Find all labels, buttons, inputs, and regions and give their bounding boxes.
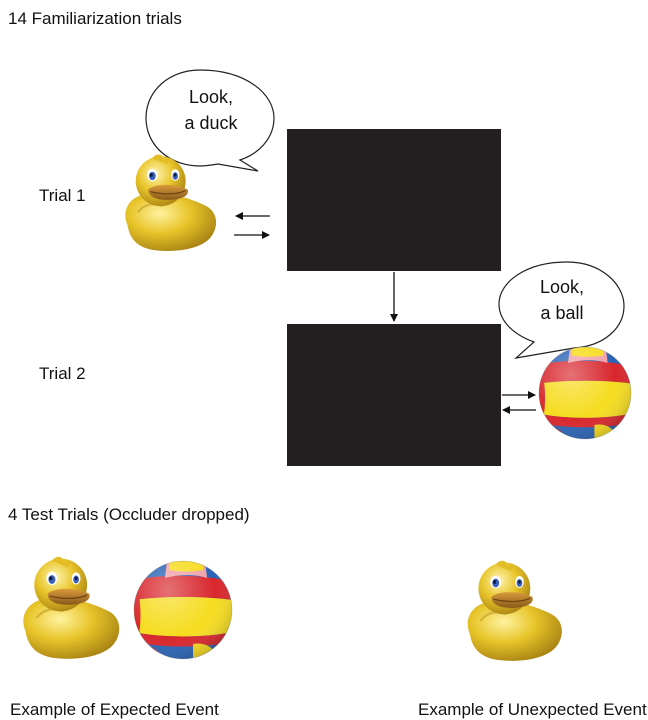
beach-ball-icon (538, 346, 632, 440)
trial-2-label: Trial 2 (39, 364, 86, 383)
beach-ball-icon (133, 560, 233, 660)
speech-bubble-ball (498, 261, 625, 359)
test-heading: 4 Test Trials (Occluder dropped) (8, 505, 250, 524)
occluder-screen-trial-2 (287, 324, 501, 466)
rubber-duck-icon (115, 150, 223, 254)
speech-text-ball: Look, a ball (539, 277, 585, 323)
trial-1-label: Trial 1 (39, 186, 86, 205)
speech-text-duck: Look, a duck (184, 87, 238, 133)
speech-bubble-duck (145, 69, 275, 172)
unexpected-event-caption: Example of Unexpected Event (418, 700, 647, 719)
familiarization-heading: 14 Familiarization trials (8, 9, 182, 28)
expected-event-caption: Example of Expected Event (10, 700, 219, 719)
occluder-screen-trial-1 (287, 129, 501, 271)
rubber-duck-icon (12, 552, 127, 662)
rubber-duck-icon (457, 556, 569, 664)
